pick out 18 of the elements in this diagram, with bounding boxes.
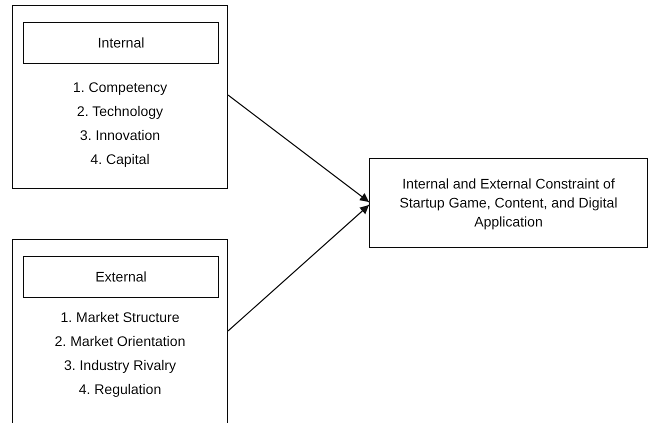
arrow bbox=[228, 94, 370, 202]
category-header-box bbox=[23, 22, 219, 64]
outcome-box bbox=[369, 158, 648, 248]
arrow bbox=[228, 204, 370, 332]
factor-list-item: 4. Capital bbox=[89, 150, 151, 169]
outcome-label: Internal and External Constraint of Startup Game, Content, and Digital Application bbox=[398, 174, 618, 232]
category-header-box bbox=[23, 256, 219, 298]
factor-list-item: 1. Competency bbox=[72, 78, 168, 97]
category-label: Internal bbox=[96, 34, 146, 52]
factor-list-item: 3. Innovation bbox=[78, 126, 162, 145]
factor-list-item: 2. Technology bbox=[76, 102, 164, 121]
factor-list-item: 4. Regulation bbox=[78, 380, 162, 399]
factor-box bbox=[12, 239, 228, 423]
factor-list-item: 3. Industry Rivalry bbox=[62, 356, 178, 375]
factor-list-item: 2. Market Orientation bbox=[54, 332, 186, 351]
factor-list-item: 1. Market Structure bbox=[59, 308, 181, 327]
category-label: External bbox=[94, 268, 148, 286]
factor-box bbox=[12, 5, 228, 189]
